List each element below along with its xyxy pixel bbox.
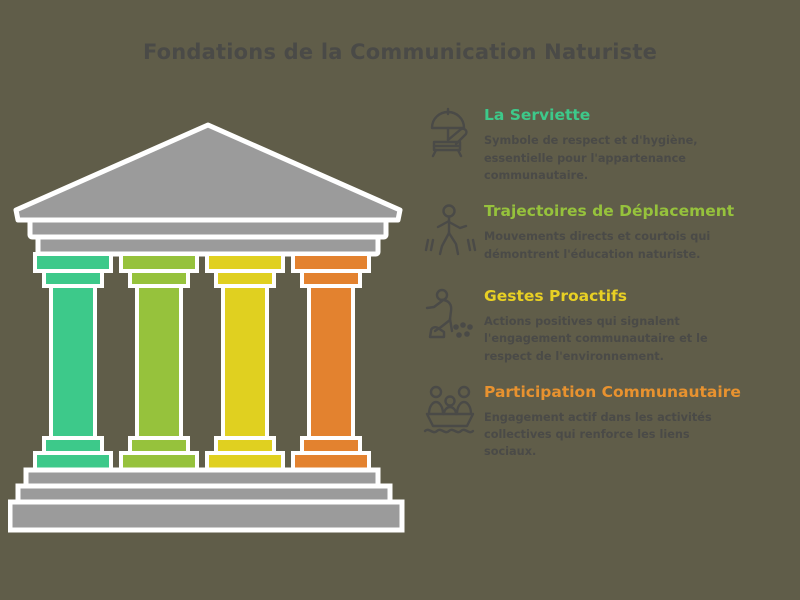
column-4-shaft	[307, 284, 355, 440]
principles-list: La Serviette Symbole de respect et d'hyg…	[420, 104, 792, 473]
item-title-participation: Participation Communautaire	[484, 382, 741, 401]
column-3-base-bottom	[205, 451, 285, 472]
item-title-trajectoires: Trajectoires de Déplacement	[484, 201, 735, 220]
list-item-serviette: La Serviette Symbole de respect et d'hyg…	[420, 104, 792, 184]
column-3-capital-top	[205, 252, 285, 273]
list-item-gestes: Gestes Proactifs Actions positives qui s…	[420, 285, 792, 365]
list-item-participation: Participation Communautaire Engagement a…	[420, 381, 792, 461]
column-2-base-band	[128, 436, 190, 455]
column-2	[119, 252, 199, 472]
column-2-base-bottom	[119, 451, 199, 472]
column-1-shaft	[49, 284, 97, 440]
column-1-capital-top	[33, 252, 113, 273]
person-picking-litter-icon	[425, 288, 473, 338]
beach-umbrella-lounger-icon	[430, 107, 468, 158]
item-title-serviette: La Serviette	[484, 106, 591, 124]
item-description-serviette: Symbole de respect et d'hygiène, essenti…	[484, 134, 698, 182]
item-description-gestes: Actions positives qui signalent l'engage…	[484, 315, 708, 363]
list-item-trajectoires: Trajectoires de Déplacement Mouvements d…	[420, 200, 792, 263]
column-2-capital-top	[119, 252, 199, 273]
column-1-base-bottom	[33, 451, 113, 472]
column-1-capital-band	[42, 269, 104, 288]
page-title: Fondations de la Communication Naturiste	[142, 40, 658, 64]
pediment-roof	[13, 122, 403, 223]
column-3-base-band	[214, 436, 276, 455]
column-4-base-band	[300, 436, 362, 455]
walking-person-icon	[424, 204, 477, 256]
entablature-upper	[27, 217, 389, 240]
entablature-lower	[35, 234, 381, 257]
family-in-boat-icon	[423, 385, 475, 433]
column-4	[291, 252, 371, 472]
column-1-base-band	[42, 436, 104, 455]
column-1	[33, 252, 113, 472]
column-2-shaft	[135, 284, 183, 440]
temple-illustration	[8, 122, 405, 533]
column-3-capital-band	[214, 269, 276, 288]
item-description-participation: Engagement actif dans les activités coll…	[484, 411, 712, 459]
platform-step-3	[8, 499, 405, 533]
column-3-shaft	[221, 284, 269, 440]
column-4-base-bottom	[291, 451, 371, 472]
column-3	[205, 252, 285, 472]
item-description-trajectoires: Mouvements directs et courtois qui démon…	[484, 230, 711, 261]
item-title-gestes: Gestes Proactifs	[484, 286, 627, 305]
column-4-capital-band	[300, 269, 362, 288]
column-2-capital-band	[128, 269, 190, 288]
column-4-capital-top	[291, 252, 371, 273]
